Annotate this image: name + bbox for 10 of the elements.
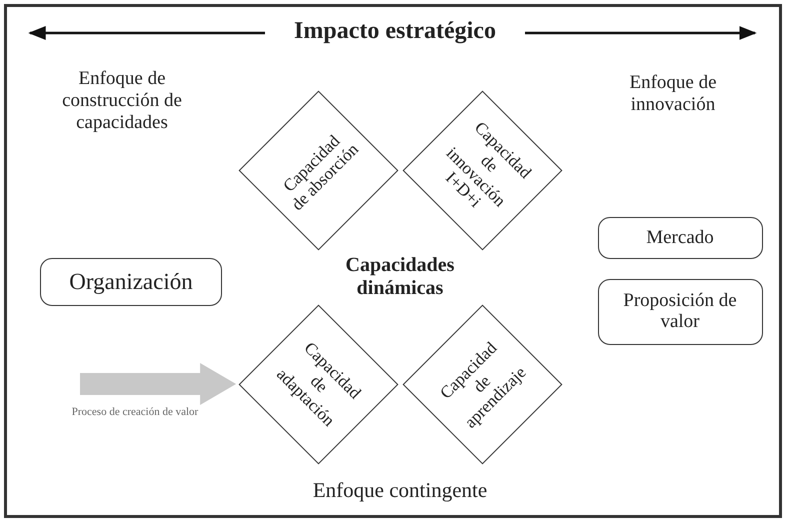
approach-label: Enfoque de innovación xyxy=(628,72,718,116)
center-label: Capacidades dinámicas xyxy=(345,254,455,300)
approach-label: Enfoque contingente xyxy=(312,478,488,502)
block-arrow xyxy=(80,363,236,405)
approach-label: Enfoque de construcción de capacidades xyxy=(61,68,183,134)
rounded-box: Organización xyxy=(40,258,222,306)
rounded-box: Mercado xyxy=(598,217,762,259)
arrow-caption: Proceso de creación de valor xyxy=(70,406,200,419)
rounded-box: Proposición de valor xyxy=(598,279,762,345)
title: Impacto estratégico xyxy=(265,18,525,46)
